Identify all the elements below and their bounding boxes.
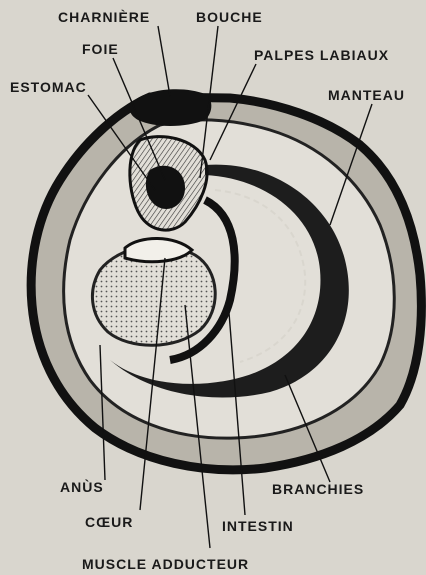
label-foie: FOIE [82, 41, 119, 57]
label-muscle-adducteur: MUSCLE ADDUCTEUR [82, 556, 249, 572]
hinge [130, 89, 212, 126]
label-bouche: BOUCHE [196, 9, 263, 25]
label-branchies: BRANCHIES [272, 481, 364, 497]
label-palpes-labiaux: PALPES LABIAUX [254, 47, 389, 63]
label-charniere: CHARNIÈRE [58, 9, 150, 25]
label-manteau: MANTEAU [328, 87, 405, 103]
label-intestin: INTESTIN [222, 518, 294, 534]
label-anus: ANÙS [60, 478, 104, 495]
label-estomac: ESTOMAC [10, 79, 87, 95]
label-coeur: CŒUR [85, 514, 133, 530]
leader-charniere [158, 26, 170, 96]
